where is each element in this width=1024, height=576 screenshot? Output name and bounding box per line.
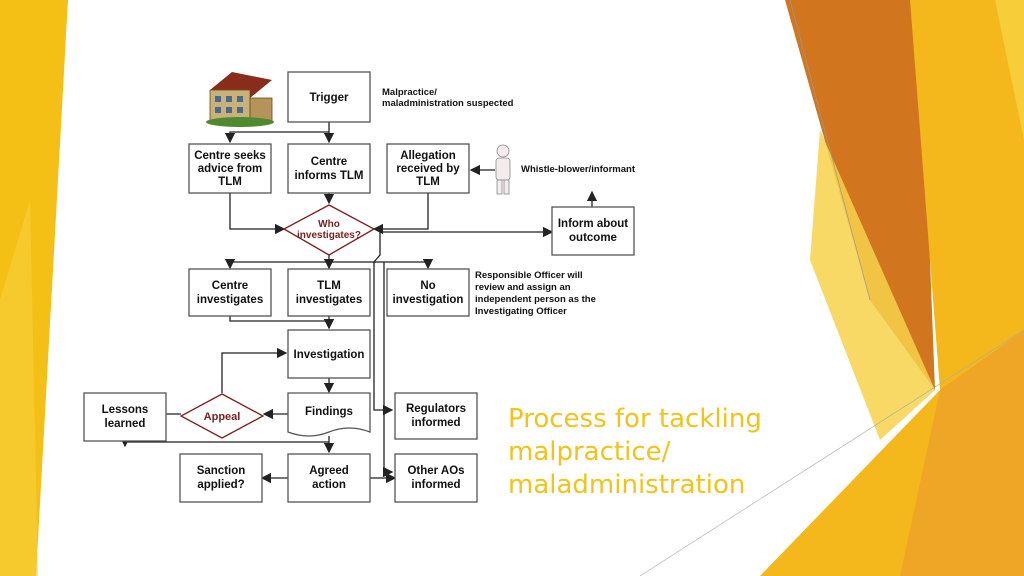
node-label: Trigger [310, 92, 350, 104]
thin-line [639, 329, 1024, 576]
title-line: Process for tackling [508, 404, 762, 434]
svg-text:Findings: Findings [305, 406, 353, 418]
building-icon [206, 72, 274, 127]
svg-text:Appeal: Appeal [204, 411, 241, 423]
right-mid-orange-shape [900, 330, 1024, 576]
svg-text:Investigation: Investigation [294, 349, 365, 361]
connectors [119, 122, 598, 484]
svg-text:Malpractice/maladministration: Malpractice/maladministration suspected [382, 87, 514, 109]
investigation-node: Investigation [287, 329, 371, 379]
title-line: maladministration [508, 470, 746, 500]
malpractice-note: Malpractice/maladministration suspected [382, 87, 514, 109]
appeal-decision: Appeal [179, 393, 265, 439]
svg-text:Whistle-blower/informant: Whistle-blower/informant [521, 164, 636, 175]
right-orange-shape [785, 0, 935, 390]
title-line: malpractice/ [508, 437, 671, 467]
left-yellow-shape-light [0, 200, 38, 576]
right-bright-shape [995, 0, 1024, 140]
person-icon [495, 144, 511, 195]
slide-title: Process for tackling malpractice/ maladm… [508, 403, 808, 502]
thin-line [789, 0, 871, 301]
svg-text:Trigger: Trigger [310, 92, 350, 104]
trigger-node: Trigger [287, 71, 371, 123]
right-light-yellow-shape [810, 130, 935, 440]
findings-node: Findings [287, 392, 371, 437]
whistle-blower-note: Whistle-blower/informant [521, 164, 636, 175]
